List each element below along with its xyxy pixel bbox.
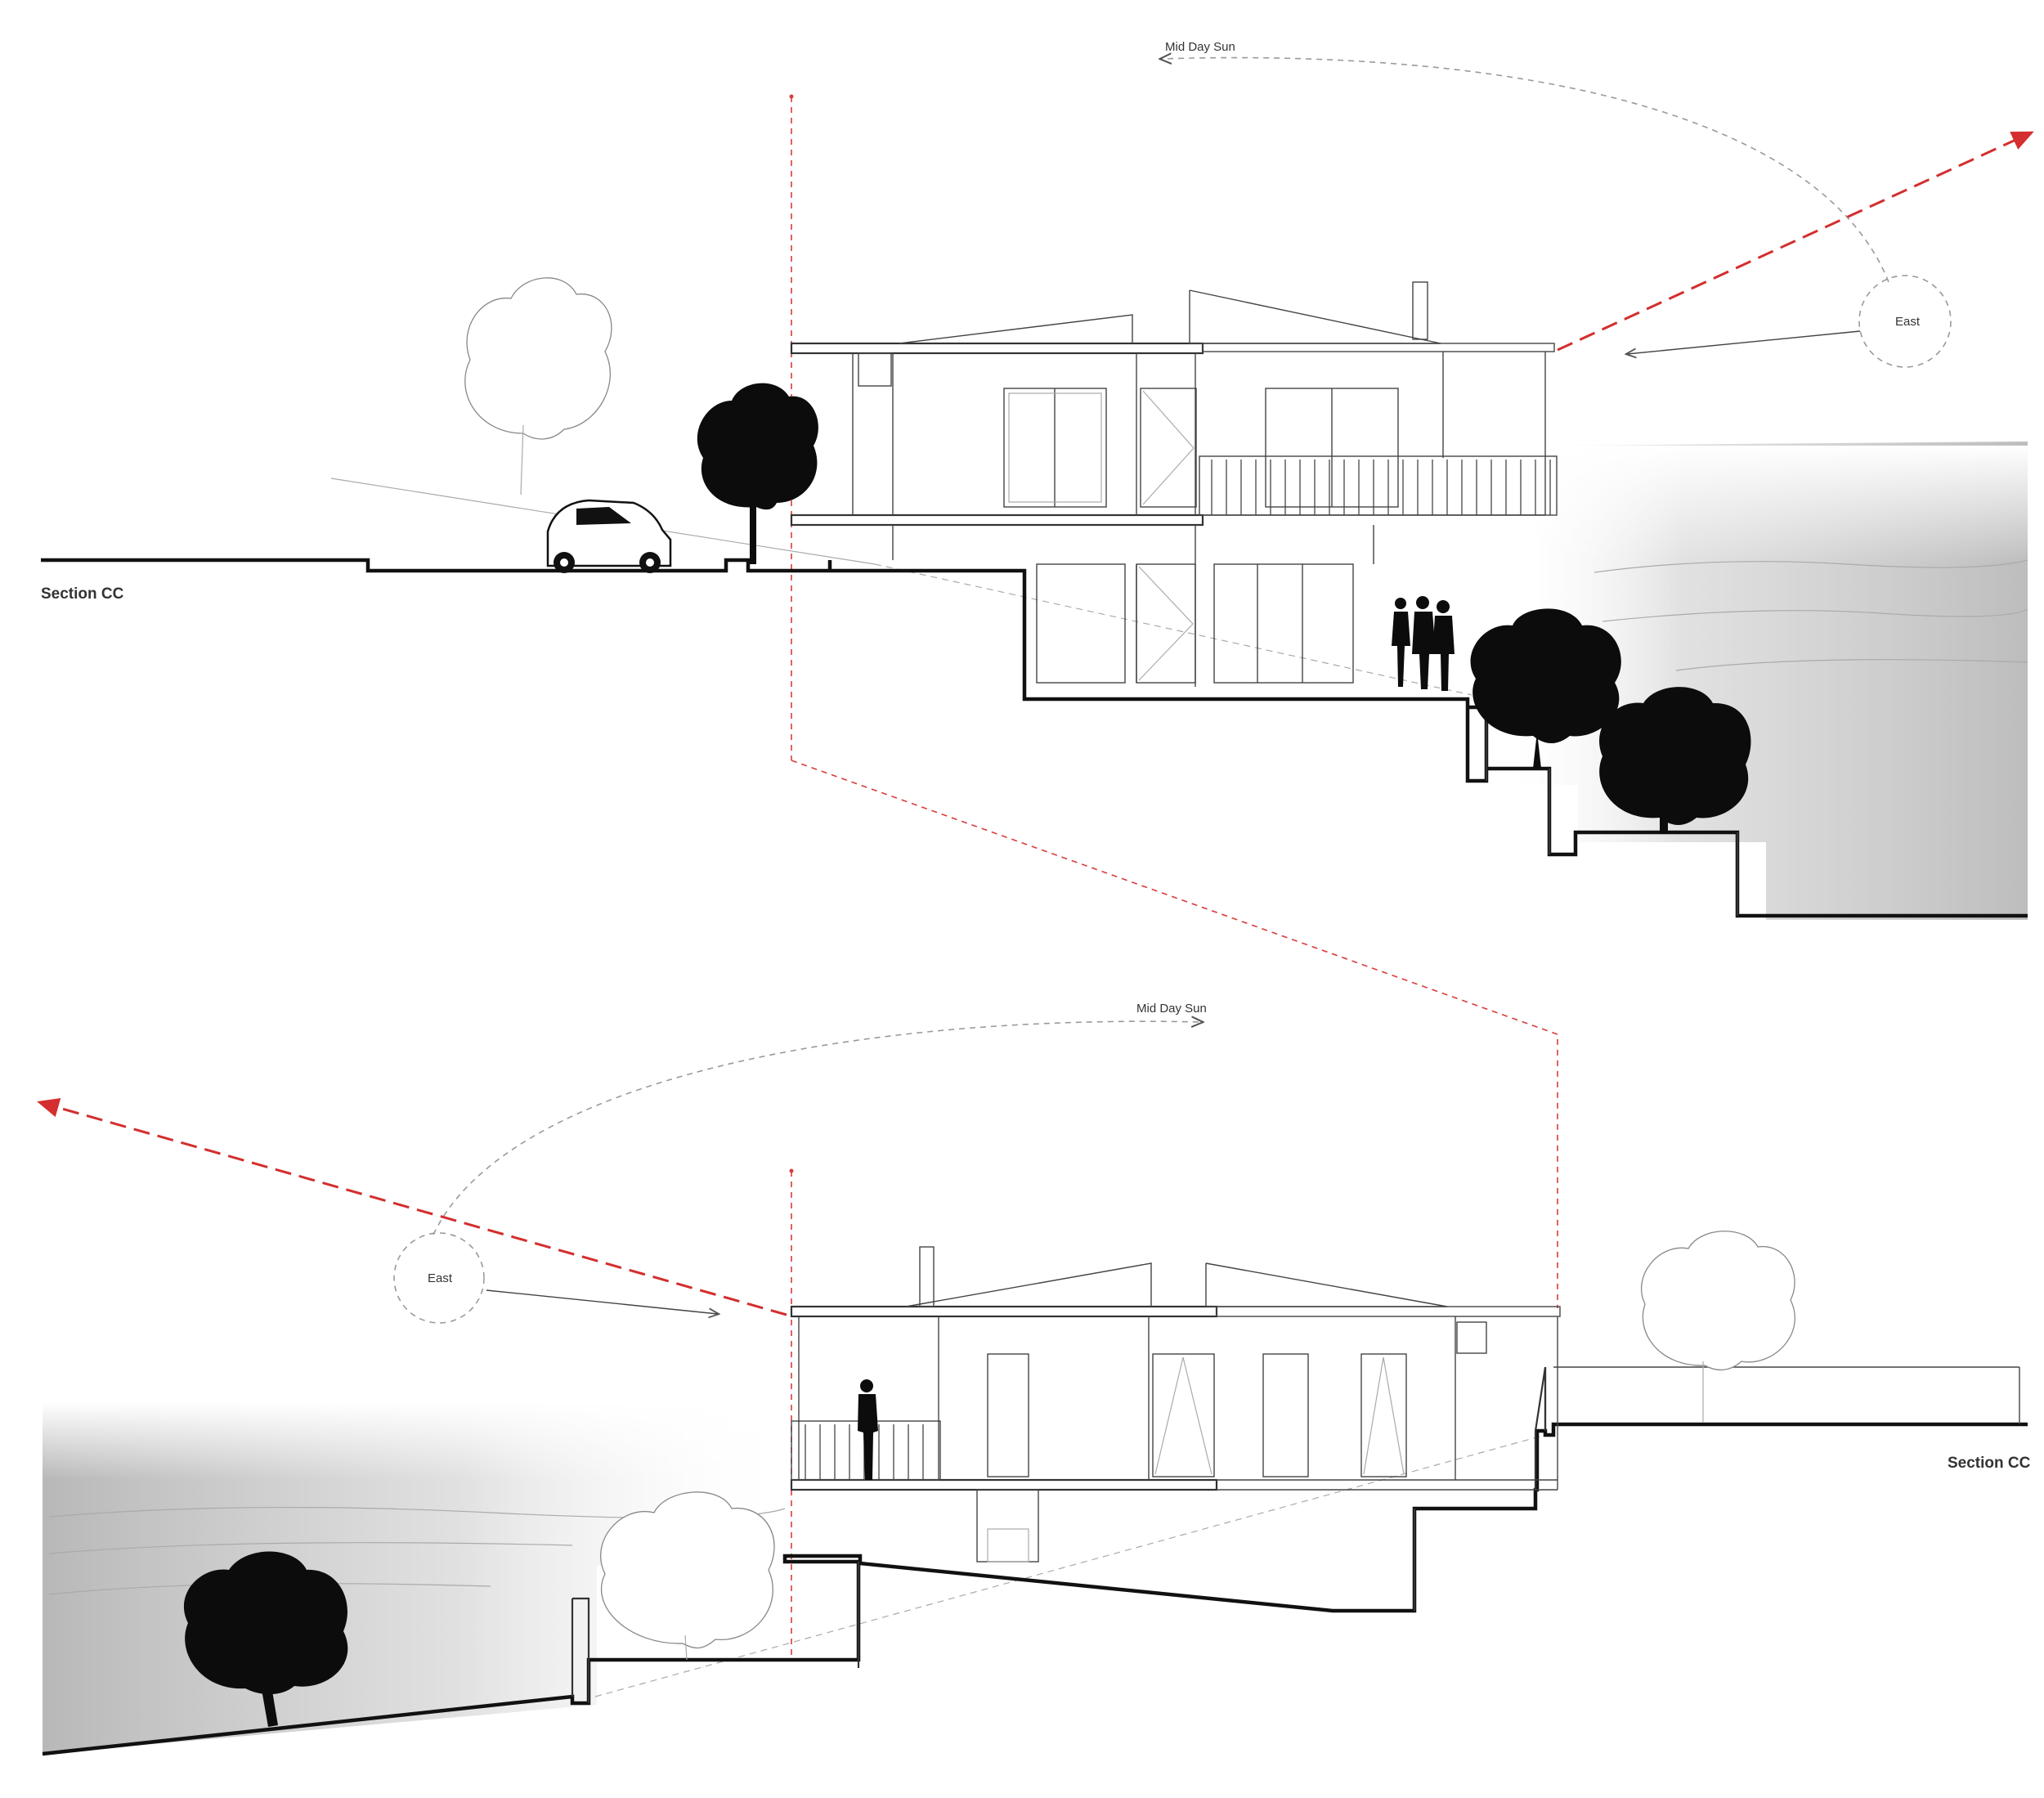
balcony-railing-top bbox=[1199, 455, 1558, 516]
house-elevation-top bbox=[790, 281, 1558, 687]
outline-tree-top bbox=[464, 277, 612, 495]
dark-tree-top-left bbox=[697, 383, 818, 564]
sun-ray-bottom bbox=[37, 1098, 787, 1316]
sun-path-label-top: Mid Day Sun bbox=[1165, 40, 1235, 54]
house-elevation-bottom bbox=[790, 1246, 1561, 1563]
sun-direction-arrow-top bbox=[1627, 330, 1861, 354]
car-silhouette bbox=[546, 499, 672, 573]
sun-path-arc-bottom bbox=[433, 1021, 1202, 1235]
floor-slab-bottom bbox=[790, 1478, 1218, 1491]
people-silhouettes-top bbox=[1392, 596, 1455, 691]
door-bottom-2 bbox=[1360, 1353, 1407, 1477]
sun-label-bottom: East bbox=[428, 1271, 453, 1285]
sun-label-top: East bbox=[1895, 315, 1921, 329]
outline-tree-bottom-left bbox=[600, 1491, 775, 1661]
dark-tree-top-right-2 bbox=[1599, 687, 1751, 834]
sun-marker-bottom bbox=[393, 1232, 485, 1324]
floor-slab-middle bbox=[790, 513, 1204, 527]
railing-balusters-bottom bbox=[805, 1424, 924, 1480]
basement-box-bottom bbox=[976, 1489, 1039, 1563]
roof-slab-bottom bbox=[790, 1305, 1218, 1318]
section-label-top: Section CC bbox=[41, 585, 124, 603]
sun-ray-top bbox=[1557, 131, 2034, 352]
window-bottom-2 bbox=[1262, 1353, 1309, 1477]
window-lower-2 bbox=[1213, 563, 1354, 684]
dark-tree-bottom-left bbox=[183, 1551, 348, 1727]
sun-path-label-bottom: Mid Day Sun bbox=[1136, 1002, 1207, 1016]
door-upper-1 bbox=[1140, 388, 1197, 508]
roof-slab-upper bbox=[790, 342, 1204, 355]
sun-marker-top bbox=[1858, 275, 1952, 368]
sun-direction-arrow-bottom bbox=[486, 1289, 718, 1314]
railing-balusters-top bbox=[1211, 460, 1551, 515]
sun-path-arc-top bbox=[1161, 58, 1889, 283]
sight-line-bottom bbox=[594, 1434, 1546, 1697]
person-silhouette-bottom bbox=[858, 1379, 878, 1480]
window-bottom-1 bbox=[987, 1353, 1029, 1477]
top-section: Mid Day Sun East Section CC bbox=[41, 40, 2034, 1308]
dark-tree-top-right-1 bbox=[1470, 608, 1621, 769]
outline-tree-bottom-right bbox=[1640, 1231, 1795, 1423]
section-connector-guide bbox=[791, 760, 1558, 1308]
chimney-bottom bbox=[919, 1246, 935, 1307]
chimney-top bbox=[1412, 281, 1428, 340]
section-label-bottom: Section CC bbox=[1948, 1455, 2031, 1472]
door-bottom-1 bbox=[1152, 1353, 1215, 1477]
ground-line-top bbox=[41, 558, 1489, 783]
bottom-section: Mid Day Sun East Section CC bbox=[37, 1002, 2031, 1756]
window-lower-1 bbox=[1036, 563, 1126, 684]
